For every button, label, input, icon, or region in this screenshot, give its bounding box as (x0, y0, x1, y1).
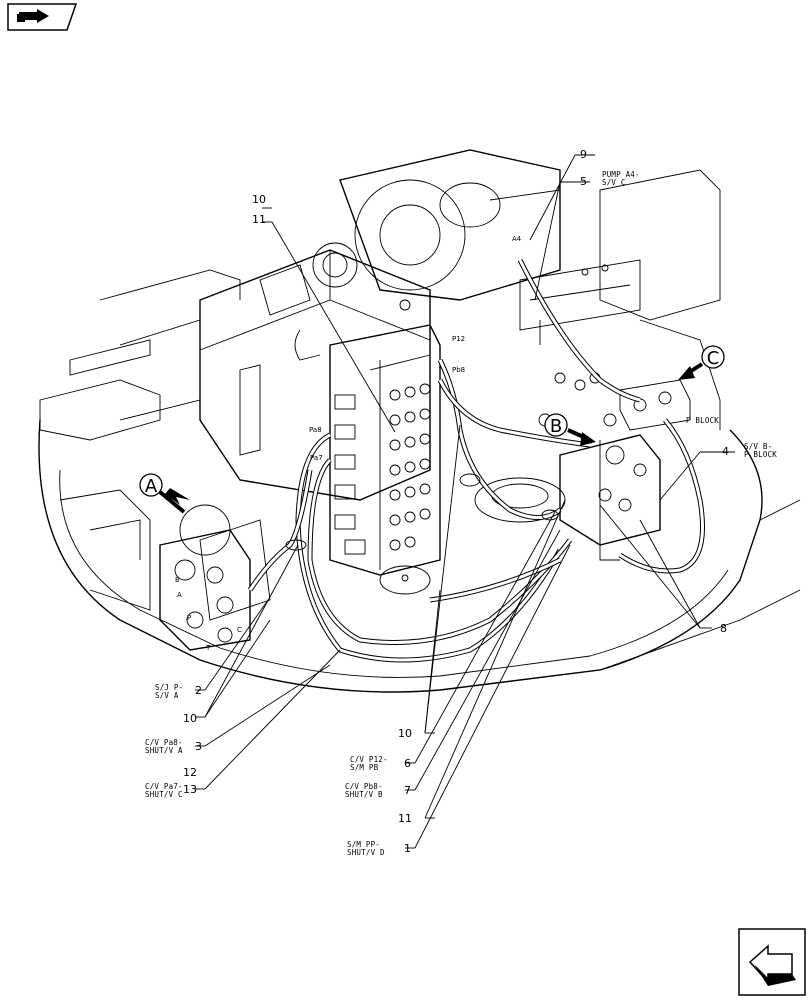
label-cv-pa8-shutv-a-1: C/V Pa8- (145, 738, 183, 747)
label-cv-pa7-shutv-c-2: SHUT/V C (145, 790, 183, 799)
item-number-11-bottom: 11 (398, 812, 412, 825)
port-pb8: Pb8 (452, 366, 465, 374)
callout-c-label: C (707, 348, 720, 369)
label-sv-b-p-block-1: S/V B- (744, 442, 772, 451)
text-labels: PUMP A4- S/V C P BLOCK S/V B- P BLOCK S/… (145, 170, 777, 857)
item-number-2: 2 (195, 684, 202, 697)
callout-a: A (139, 473, 190, 514)
item-numbers: 9 5 10 11 4 8 2 10 3 12 13 10 6 7 11 1 (183, 148, 729, 855)
item-number-5: 5 (580, 175, 587, 188)
callout-c: C (678, 345, 725, 380)
item-number-4: 4 (722, 445, 729, 458)
valve-spools (334, 383, 431, 555)
callout-a-label: A (145, 476, 158, 497)
port-t: T (205, 644, 211, 652)
item-number-9: 9 (580, 148, 587, 161)
label-sv-b-p-block-2: P BLOCK (744, 450, 777, 459)
item-number-10-right: 10 (398, 727, 412, 740)
item-number-10-top: 10 (252, 193, 266, 206)
item-number-1: 1 (404, 842, 411, 855)
nav-back-icon[interactable] (738, 928, 806, 996)
port-labels: A4 P12 Pb8 Pa8 Pa7 B A P C T (175, 235, 522, 652)
item-number-8: 8 (720, 622, 727, 635)
port-pa8: Pa8 (309, 426, 322, 434)
label-cv-p12-sm-pb-2: S/M PB (350, 763, 379, 772)
label-sj-p-sv-a-2: S/V A (155, 691, 179, 700)
port-c: C (237, 626, 242, 634)
item-number-12: 12 (183, 766, 197, 779)
port-pa7: Pa7 (310, 454, 323, 462)
port-a4: A4 (512, 235, 522, 243)
item-number-7: 7 (404, 784, 411, 797)
label-pump-a4-sv-c-2: S/V C (602, 178, 626, 187)
label-sj-p-sv-a-1: S/J P- (155, 683, 183, 692)
hydraulic-hoses (247, 258, 705, 663)
label-cv-pa7-shutv-c-1: C/V Pa7- (145, 782, 183, 791)
leader-lines (195, 154, 735, 849)
port-p12: P12 (452, 335, 465, 343)
label-cv-p12-sm-pb-1: C/V P12- (350, 755, 388, 764)
item-number-3: 3 (195, 740, 202, 753)
label-cv-pb8-shutv-b-2: SHUT/V B (345, 790, 383, 799)
port-p: P (187, 614, 191, 622)
callout-b-label: B (550, 416, 562, 437)
port-b: B (175, 576, 180, 584)
item-number-13: 13 (183, 783, 197, 796)
item-number-6: 6 (404, 757, 411, 770)
label-pump-a4-sv-c-1: PUMP A4- (602, 170, 640, 179)
item-number-10-left: 10 (183, 712, 197, 725)
label-sm-pp-shutv-d-1: S/M PP- (347, 840, 380, 849)
machine-frame (38, 149, 801, 693)
label-sm-pp-shutv-d-2: SHUT/V D (347, 848, 385, 857)
label-cv-pa8-shutv-a-2: SHUT/V A (145, 746, 183, 755)
callout-b: B (544, 413, 596, 446)
nav-forward-icon[interactable] (7, 3, 77, 31)
label-cv-pb8-shutv-b-1: C/V Pb8- (345, 782, 383, 791)
item-number-11-top: 11 (252, 213, 266, 226)
label-p-block: P BLOCK (686, 416, 719, 425)
port-a: A (177, 591, 182, 599)
